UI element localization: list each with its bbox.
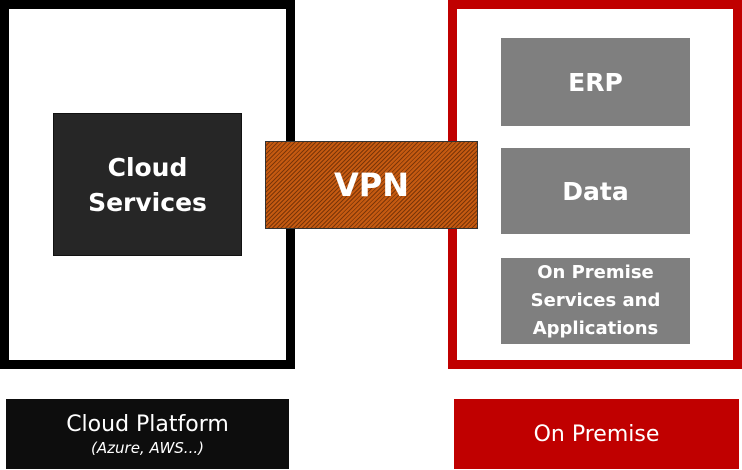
on-premise-services-text: On Premise Services and Applications: [530, 262, 661, 339]
vpn-box: VPN: [265, 141, 478, 229]
vpn-text: VPN: [334, 166, 409, 204]
cloud-services-text: Cloud Services: [88, 152, 207, 217]
on-premise-label: On Premise: [454, 399, 739, 469]
cloud-platform-frame: [0, 0, 295, 369]
data-box: Data: [501, 148, 690, 234]
data-text: Data: [562, 176, 629, 206]
cloud-platform-label: Cloud Platform (Azure, AWS...): [6, 399, 289, 469]
on-premise-title: On Premise: [533, 421, 660, 447]
cloud-platform-title: Cloud Platform: [66, 411, 229, 437]
erp-box: ERP: [501, 38, 690, 126]
cloud-platform-subtitle: (Azure, AWS...): [91, 438, 204, 457]
erp-text: ERP: [568, 67, 623, 97]
cloud-services-box: Cloud Services: [53, 113, 242, 256]
on-premise-services-box: On Premise Services and Applications: [501, 258, 690, 344]
